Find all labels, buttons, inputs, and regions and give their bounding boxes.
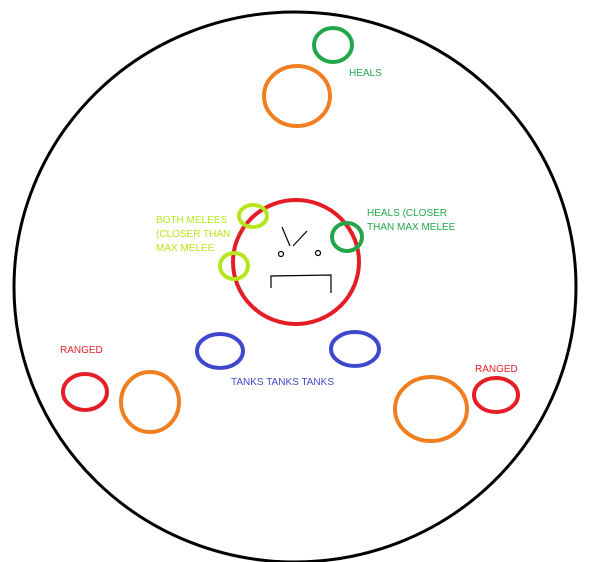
melee-marker-top	[237, 203, 269, 229]
svg-text:THAN MAX MELEE: THAN MAX MELEE	[367, 222, 456, 233]
aoe-zone-left	[119, 370, 181, 434]
heals-top-marker	[312, 26, 354, 64]
tank-marker-right	[329, 330, 381, 368]
heals-close-label: HEALS (CLOSER THAN MAX MELEE	[367, 208, 456, 233]
heals-close-marker	[330, 221, 364, 253]
heals-top-label: HEALS	[349, 68, 382, 79]
ranged-right-label: RANGED	[475, 364, 518, 375]
aoe-zone-right	[393, 375, 469, 443]
tank-marker-left	[195, 332, 245, 370]
melees-label: BOTH MELEES (CLOSER THAN MAX MELEE	[156, 215, 230, 254]
boss-face	[270, 226, 332, 293]
ranged-right-marker	[472, 376, 520, 414]
arena-boundary	[12, 10, 578, 562]
boss-circle	[231, 198, 361, 326]
svg-text:MAX MELEE: MAX MELEE	[156, 243, 215, 254]
svg-text:BOTH MELEES: BOTH MELEES	[156, 215, 227, 226]
svg-text:(CLOSER THAN: (CLOSER THAN	[156, 229, 230, 240]
melee-marker-left	[218, 251, 250, 281]
tanks-label: TANKS TANKS TANKS	[231, 377, 334, 388]
svg-text:HEALS (CLOSER: HEALS (CLOSER	[367, 208, 447, 219]
ranged-left-marker	[61, 372, 109, 412]
aoe-zone-top	[262, 64, 332, 128]
ranged-left-label: RANGED	[60, 345, 103, 356]
